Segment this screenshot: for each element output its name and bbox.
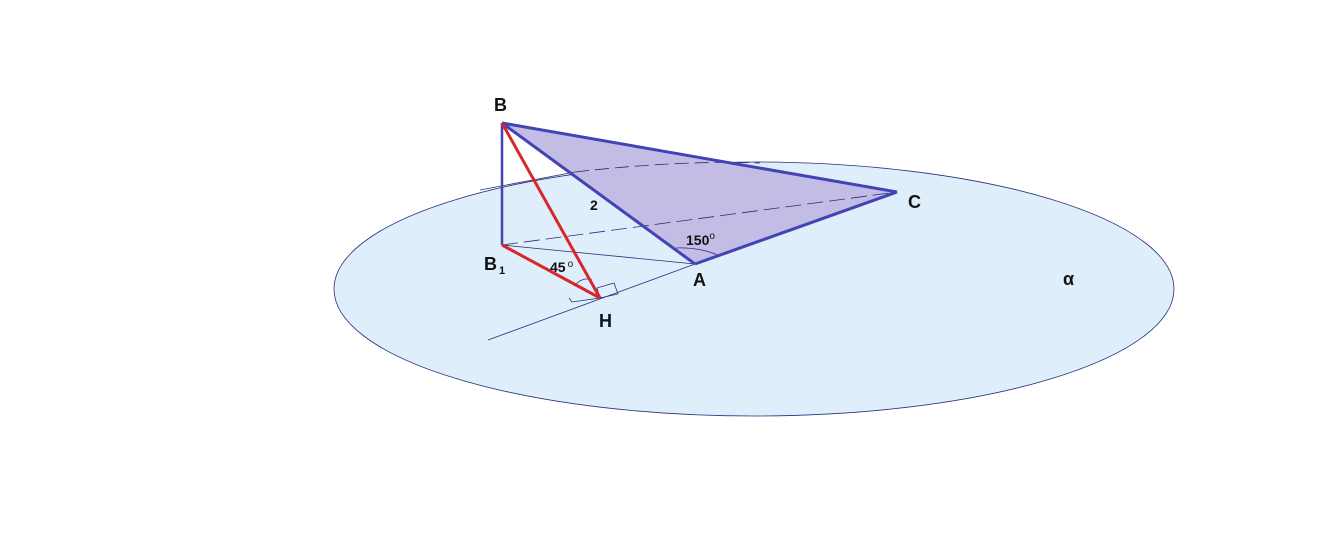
label-alpha: α	[1063, 269, 1074, 289]
segment-BH	[500, 122, 602, 299]
angle-arc-A	[675, 247, 719, 256]
label-angle-A: 150o	[686, 231, 715, 248]
plane-edge-hidden	[574, 162, 761, 173]
angle-A-value: 150	[686, 232, 710, 248]
angle-H-value: 45	[550, 259, 566, 275]
segment-BC	[501, 121, 898, 194]
label-B1-main: B	[484, 254, 497, 274]
plane-edge-left	[479, 171, 576, 191]
segment-B1A	[501, 244, 696, 265]
label-H: H	[599, 311, 612, 331]
segment-AC	[694, 190, 898, 266]
right-angle-mark	[568, 282, 619, 303]
angle-A-degree: o	[709, 231, 715, 242]
plane-alpha	[333, 161, 1175, 417]
label-A: A	[693, 270, 706, 290]
triangle-ABC	[502, 123, 897, 264]
label-length-BA: 2	[590, 197, 598, 213]
segment-B1C-dashed	[501, 191, 898, 246]
line-AH-extended	[487, 263, 696, 341]
label-B1-sub: 1	[499, 265, 505, 277]
angle-H-degree: o	[568, 259, 574, 270]
label-C: C	[908, 192, 921, 212]
segment-B1H	[501, 243, 601, 300]
segment-BA	[501, 121, 696, 266]
label-B: B	[494, 95, 507, 115]
